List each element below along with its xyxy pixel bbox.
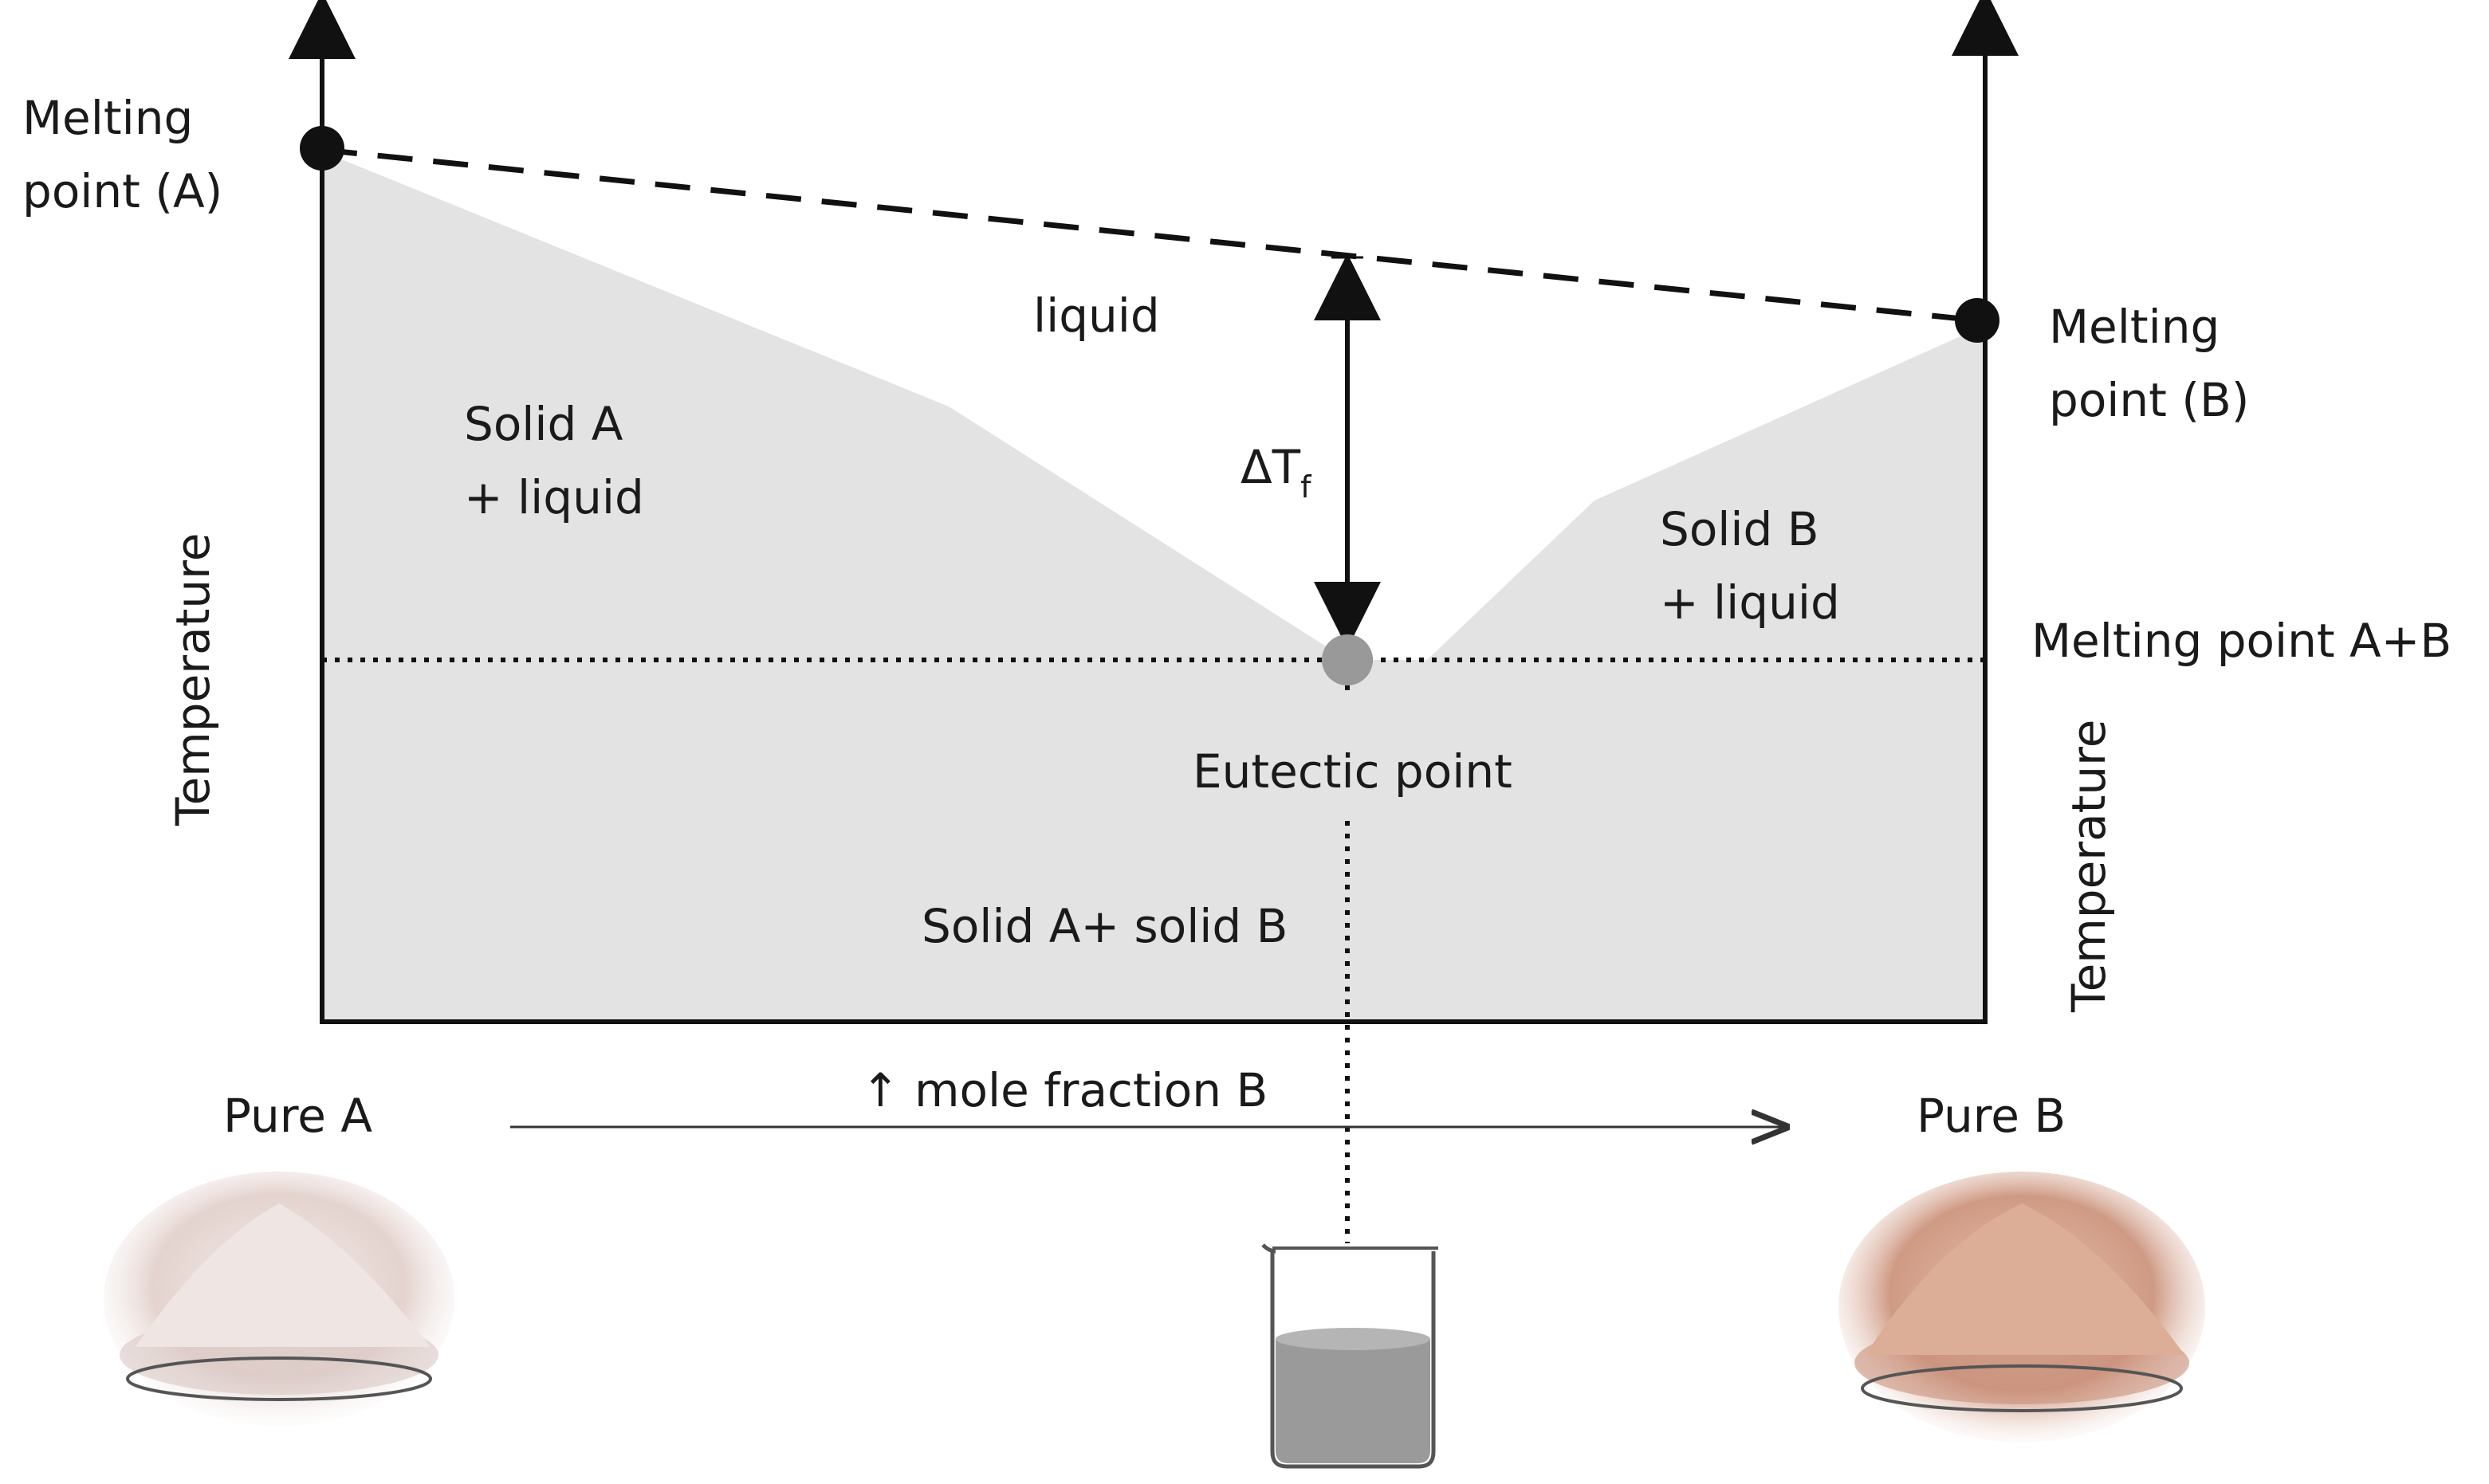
liquid-label: liquid <box>1033 289 1160 343</box>
pure-a-label: Pure A <box>223 1089 372 1143</box>
melting-point-b-marker <box>1955 298 1999 343</box>
powder-b-image <box>1838 1172 2205 1443</box>
eutectic-point-marker <box>1322 634 1373 685</box>
melting-point-a-marker <box>300 126 344 171</box>
melting-point-a-label: Melting point (A) <box>22 91 222 218</box>
temperature-left-label: Temperature <box>166 533 220 826</box>
melting-point-b-label: Melting point (B) <box>2049 300 2249 427</box>
delta-tf-label: ΔTf <box>1241 440 1312 504</box>
solid-a-liquid-line2: + liquid <box>464 470 644 524</box>
melting-point-a-line1: Melting <box>22 91 193 145</box>
pure-b-label: Pure B <box>1917 1089 2066 1143</box>
melting-point-ab-label: Melting point A+B <box>2031 614 2452 668</box>
melting-point-a-line2: point (A) <box>22 164 222 218</box>
beaker-icon <box>1261 1243 1438 1469</box>
solid-b-liquid-label: Solid B + liquid <box>1660 502 1840 630</box>
melting-point-b-line1: Melting <box>2049 300 2220 354</box>
temperature-right-label: Temperature <box>2062 720 2116 1013</box>
solid-a-liquid-label: Solid A + liquid <box>464 397 644 524</box>
melting-point-b-line2: point (B) <box>2049 373 2249 427</box>
delta-tf-text: ΔT <box>1241 440 1301 494</box>
eutectic-point-label: Eutectic point <box>1193 744 1512 799</box>
shaded-phase-region <box>322 151 1985 1022</box>
delta-tf-subscript: f <box>1300 469 1312 504</box>
solid-a-liquid-line1: Solid A <box>464 397 623 451</box>
powder-a-image <box>104 1172 454 1427</box>
mole-fraction-label: ↑ mole fraction B <box>861 1063 1268 1117</box>
solid-b-liquid-line1: Solid B <box>1660 502 1819 556</box>
solid-a-solid-b-label: Solid A+ solid B <box>922 899 1288 953</box>
solid-b-liquid-line2: + liquid <box>1660 575 1840 630</box>
